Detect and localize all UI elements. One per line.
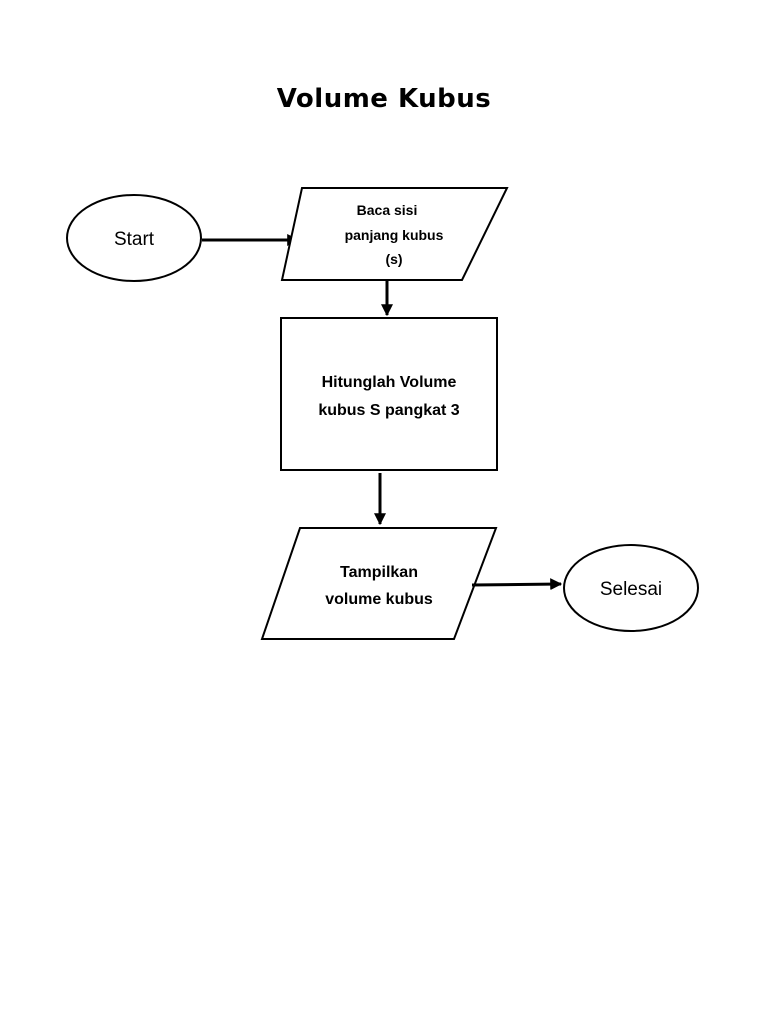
output-parallelogram: Tampilkan volume kubus (260, 527, 498, 640)
process-label-line-2: kubus S pangkat 3 (318, 402, 459, 419)
output-label-line-1: Tampilkan (340, 564, 418, 581)
input-label-line-3: (s) (385, 251, 402, 267)
input-label-line-2: panjang kubus (345, 227, 444, 243)
end-label: Selesai (600, 579, 662, 600)
input-parallelogram: Baca sisi panjang kubus (s) (280, 187, 509, 281)
arrow-output-to-end (471, 578, 563, 591)
output-label-line-2: volume kubus (325, 591, 433, 608)
start-terminator: Start (66, 194, 202, 282)
start-label: Start (114, 229, 155, 250)
end-terminator: Selesai (563, 544, 699, 632)
process-label-line-1: Hitunglah Volume (322, 374, 457, 391)
process-rectangle: Hitunglah Volume kubus S pangkat 3 (280, 317, 498, 471)
page-title: Volume Kubus (276, 84, 492, 114)
input-label-line-1: Baca sisi (357, 202, 418, 218)
